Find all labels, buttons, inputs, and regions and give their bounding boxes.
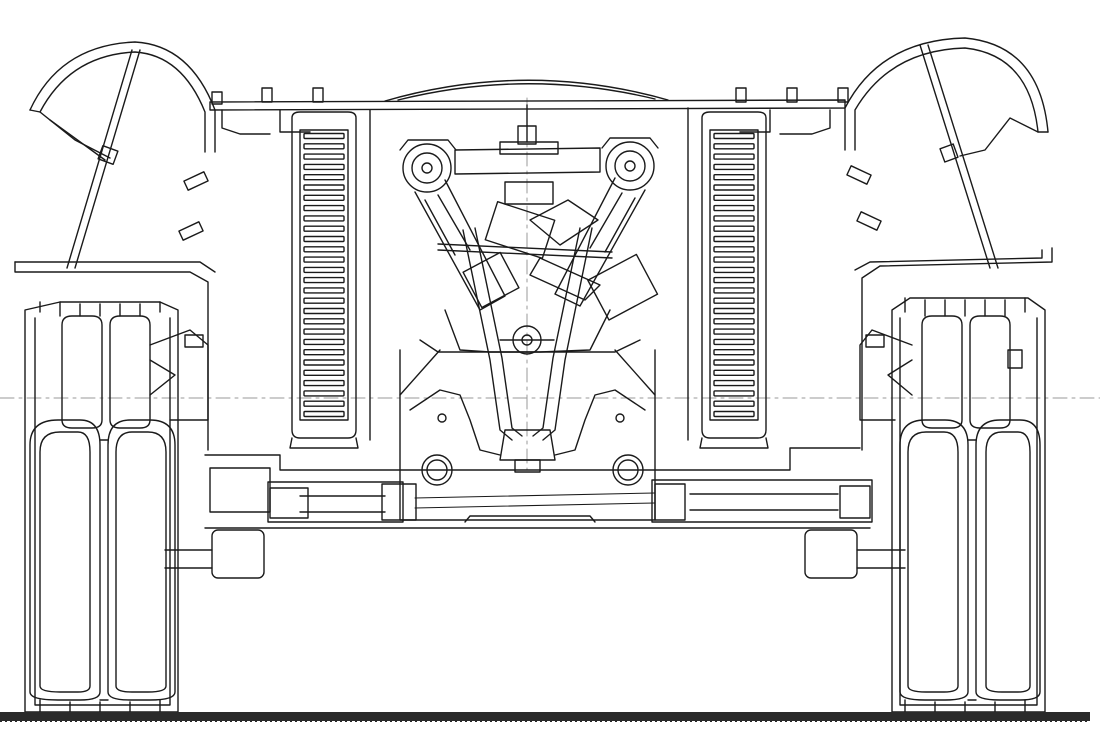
radiator-fin — [714, 288, 754, 293]
radiator-fin — [304, 381, 344, 386]
ground-line — [0, 712, 1090, 721]
radiator-fin — [714, 412, 754, 417]
radiator-fin — [714, 144, 754, 149]
radiator-fin — [714, 216, 754, 221]
radiator-fin — [714, 329, 754, 334]
radiator-fin — [714, 309, 754, 314]
radiator-fin — [304, 154, 344, 159]
radiator-fin — [304, 298, 344, 303]
radiator-fin — [304, 144, 344, 149]
transmission-axle — [165, 448, 905, 578]
radiator-fin — [714, 175, 754, 180]
radiator-fin — [714, 195, 754, 200]
radiator-fin — [714, 237, 754, 242]
radiator-fin — [304, 288, 344, 293]
radiator-fin — [304, 339, 344, 344]
radiator-fin — [304, 412, 344, 417]
radiator-fin — [304, 267, 344, 272]
right-radiator — [700, 112, 768, 448]
radiator-fin — [304, 329, 344, 334]
radiator-fin — [304, 278, 344, 283]
radiator-fin — [714, 226, 754, 231]
radiator-fin — [304, 164, 344, 169]
right-fender — [845, 38, 1052, 450]
radiator-fin — [714, 185, 754, 190]
radiator-fin — [714, 360, 754, 365]
radiator-fin — [304, 319, 344, 324]
radiator-fin — [714, 298, 754, 303]
hull-roof — [210, 80, 848, 440]
radiator-fin — [304, 134, 344, 139]
radiator-fin — [304, 175, 344, 180]
right-radiator-fins — [714, 134, 754, 417]
radiator-fin — [714, 154, 754, 159]
v-engine — [400, 105, 658, 485]
radiator-fin — [714, 267, 754, 272]
radiator-fin — [304, 401, 344, 406]
left-radiator — [290, 112, 358, 448]
radiator-fin — [304, 195, 344, 200]
radiator-fin — [304, 226, 344, 231]
radiator-fin — [304, 360, 344, 365]
left-radiator-fins — [304, 134, 344, 417]
radiator-fin — [714, 350, 754, 355]
radiator-fin — [714, 134, 754, 139]
radiator-fin — [304, 309, 344, 314]
radiator-fin — [714, 381, 754, 386]
radiator-fin — [714, 206, 754, 211]
radiator-fin — [304, 185, 344, 190]
radiator-fin — [714, 247, 754, 252]
radiator-fin — [714, 164, 754, 169]
radiator-fin — [304, 370, 344, 375]
radiator-fin — [714, 401, 754, 406]
radiator-fin — [714, 339, 754, 344]
radiator-fin — [714, 278, 754, 283]
radiator-fin — [714, 319, 754, 324]
left-fender — [15, 42, 215, 450]
radiator-fin — [714, 257, 754, 262]
radiator-fin — [304, 350, 344, 355]
radiator-fin — [714, 370, 754, 375]
roof-bolts — [212, 88, 848, 104]
radiator-fin — [304, 216, 344, 221]
radiator-fin — [304, 257, 344, 262]
radiator-fin — [304, 206, 344, 211]
radiator-fin — [304, 391, 344, 396]
radiator-fin — [304, 237, 344, 242]
radiator-fin — [714, 391, 754, 396]
radiator-fin — [304, 247, 344, 252]
